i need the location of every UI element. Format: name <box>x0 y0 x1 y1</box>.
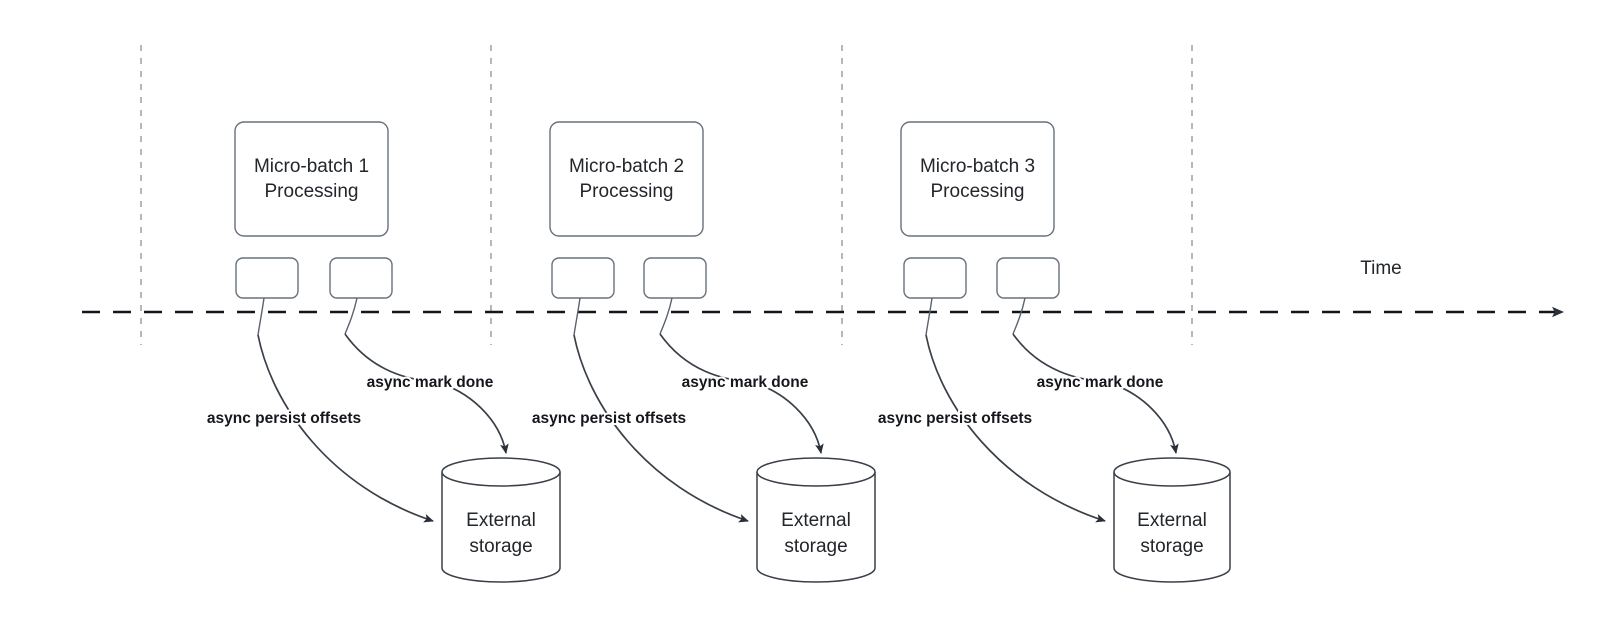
external-storage-1-label-line2: storage <box>469 536 532 557</box>
timeline-ticks <box>140 45 1193 345</box>
group-1: Micro-batch 1 Processing External storag… <box>205 121 561 583</box>
micro-batch-3-label-line1: Micro-batch 3 <box>920 156 1035 177</box>
micro-batch-3-label-line2: Processing <box>931 181 1025 202</box>
micro-batch-2-label-line1: Micro-batch 2 <box>569 156 684 177</box>
external-storage-1[interactable]: External storage <box>441 457 561 583</box>
edge-label-async-persist-offsets-2: async persist offsets <box>532 410 686 427</box>
micro-batch-2-processing-box[interactable]: Micro-batch 2 Processing <box>549 121 704 237</box>
micro-batch-1-label-line2: Processing <box>265 181 359 202</box>
micro-batch-1-stem-b <box>344 297 358 335</box>
micro-batch-2-label-line2: Processing <box>580 181 674 202</box>
micro-batch-1-task-box-a[interactable] <box>235 257 299 299</box>
micro-batch-3-stem-a <box>925 297 933 336</box>
external-storage-3[interactable]: External storage <box>1113 457 1231 583</box>
micro-batch-3-task-box-b[interactable] <box>996 257 1060 299</box>
micro-batch-2-task-box-b[interactable] <box>643 257 707 299</box>
external-storage-2[interactable]: External storage <box>756 457 876 583</box>
edge-label-async-mark-done-3: async mark done <box>1037 374 1164 391</box>
external-storage-1-body <box>441 472 561 583</box>
edge-async-mark-done-3-lower <box>1101 380 1179 454</box>
edge-async-mark-done-1-lower <box>431 380 509 454</box>
group-2: Micro-batch 2 Processing External storag… <box>530 121 876 583</box>
micro-batch-1-stem-a <box>257 297 265 336</box>
micro-batch-2-stem-a <box>573 297 581 336</box>
micro-batch-2-box-shape <box>549 121 704 237</box>
micro-batch-1-label-line1: Micro-batch 1 <box>254 156 369 177</box>
edge-label-async-mark-done-1: async mark done <box>367 374 494 391</box>
external-storage-1-label-line1: External <box>466 510 536 531</box>
edge-async-persist-offsets-1 <box>257 334 434 523</box>
micro-batch-2-task-box-a[interactable] <box>551 257 615 299</box>
micro-batch-1-task-box-b[interactable] <box>329 257 393 299</box>
edge-async-persist-offsets-3 <box>925 334 1106 523</box>
external-storage-1-top <box>441 457 561 487</box>
external-storage-3-top <box>1113 457 1231 487</box>
time-axis: Time <box>82 258 1564 318</box>
micro-batch-3-stem-b <box>1012 297 1026 335</box>
micro-batch-1-box-shape <box>234 121 389 237</box>
edge-async-mark-done-3-upper <box>1012 333 1103 382</box>
micro-batch-2-stem-b <box>659 297 673 335</box>
external-storage-2-label-line2: storage <box>784 536 847 557</box>
external-storage-3-label-line1: External <box>1137 510 1207 531</box>
edge-async-mark-done-2-lower <box>746 380 824 454</box>
external-storage-2-top <box>756 457 876 487</box>
external-storage-3-label-line2: storage <box>1140 536 1203 557</box>
time-axis-label: Time <box>1360 258 1402 279</box>
external-storage-2-label-line1: External <box>781 510 851 531</box>
edge-async-mark-done-1-upper <box>344 333 433 382</box>
micro-batch-3-processing-box[interactable]: Micro-batch 3 Processing <box>900 121 1055 237</box>
external-storage-2-body <box>756 472 876 583</box>
edge-label-async-persist-offsets-3: async persist offsets <box>878 410 1032 427</box>
edge-async-mark-done-2-upper <box>659 333 748 382</box>
group-3: Micro-batch 3 Processing External storag… <box>876 121 1231 583</box>
micro-batch-3-box-shape <box>900 121 1055 237</box>
micro-batch-3-task-box-a[interactable] <box>903 257 967 299</box>
edge-label-async-mark-done-2: async mark done <box>682 374 809 391</box>
micro-batch-1-processing-box[interactable]: Micro-batch 1 Processing <box>234 121 389 237</box>
edge-label-async-persist-offsets-1: async persist offsets <box>207 410 361 427</box>
edge-async-persist-offsets-2 <box>573 334 749 523</box>
external-storage-3-body <box>1113 472 1231 583</box>
